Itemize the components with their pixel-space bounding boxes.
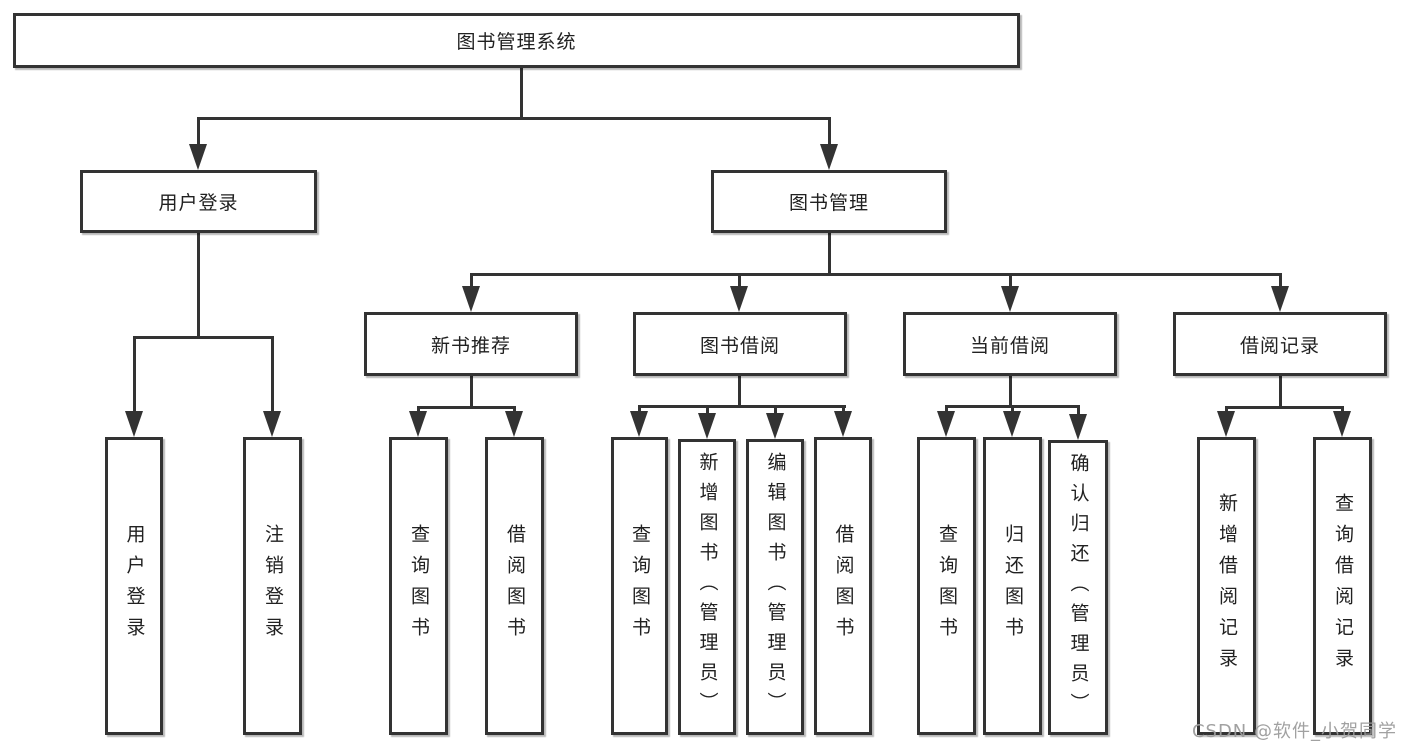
connector [470,273,1282,276]
leaf-current-confirm-return-admin: 确认归还（管理员） [1048,440,1108,735]
node-new-book-recommend: 新书推荐 [364,312,578,376]
connector [470,273,473,288]
arrowhead-down [1001,286,1019,312]
node-borrow-records: 借阅记录 [1173,312,1387,376]
arrowhead-down [1217,411,1235,437]
arrowhead-down [189,144,207,170]
leaf-newbook-query-books: 查询图书 [389,437,448,735]
arrowhead-down [409,411,427,437]
connector [638,405,846,408]
node-book-borrow: 图书借阅 [633,312,847,376]
node-root: 图书管理系统 [13,13,1020,68]
arrowhead-down [1271,286,1289,312]
node-current-borrow: 当前借阅 [903,312,1117,376]
arrowhead-down [820,144,838,170]
arrowhead-down [1333,411,1351,437]
connector [945,405,948,413]
connector [197,117,200,147]
leaf-borrow-edit-books-admin: 编辑图书（管理员） [746,439,804,735]
connector [417,406,516,409]
connector [1225,406,1228,414]
connector [470,376,473,409]
csdn-watermark: CSDN @软件_小贺同学 [1191,721,1397,742]
connector [271,336,274,413]
arrowhead-down [730,286,748,312]
arrowhead-down [462,286,480,312]
connector [1279,376,1282,409]
connector [417,406,420,414]
connector [520,68,523,120]
leaf-records-query-record: 查询借阅记录 [1313,437,1372,735]
leaf-current-query-books: 查询图书 [917,437,976,735]
connector [133,336,136,413]
leaf-borrow-query-books: 查询图书 [611,437,668,735]
connector [1009,376,1012,408]
leaf-current-return-books: 归还图书 [983,437,1042,735]
arrowhead-down [1069,414,1087,440]
arrowhead-down [766,413,784,439]
connector [1341,406,1344,414]
arrowhead-down [834,411,852,437]
connector [774,405,777,415]
connector [197,233,200,339]
connector [706,405,709,415]
arrowhead-down [937,411,955,437]
leaf-records-add-record: 新增借阅记录 [1197,437,1256,735]
connector [738,273,741,288]
connector [828,233,831,276]
leaf-newbook-borrow-books: 借阅图书 [485,437,544,735]
node-book-management: 图书管理 [711,170,947,233]
arrowhead-down [698,413,716,439]
connector [842,405,845,413]
leaf-borrow-borrow-books: 借阅图书 [814,437,872,735]
connector [1077,405,1080,416]
arrowhead-down [630,411,648,437]
arrowhead-down [1003,411,1021,437]
connector [1279,273,1282,288]
connector [738,376,741,408]
node-user-login: 用户登录 [80,170,317,233]
leaf-logout: 注销登录 [243,437,302,735]
leaf-user-login: 用户登录 [105,437,163,735]
arrowhead-down [505,411,523,437]
connector [513,406,516,414]
connector [197,117,831,120]
arrowhead-down [125,411,143,437]
connector [1011,405,1014,413]
connector [1009,273,1012,288]
connector [828,117,831,147]
connector [1225,406,1344,409]
connector [638,405,641,413]
leaf-borrow-add-books-admin: 新增图书（管理员） [678,439,736,735]
connector [133,336,274,339]
arrowhead-down [263,411,281,437]
